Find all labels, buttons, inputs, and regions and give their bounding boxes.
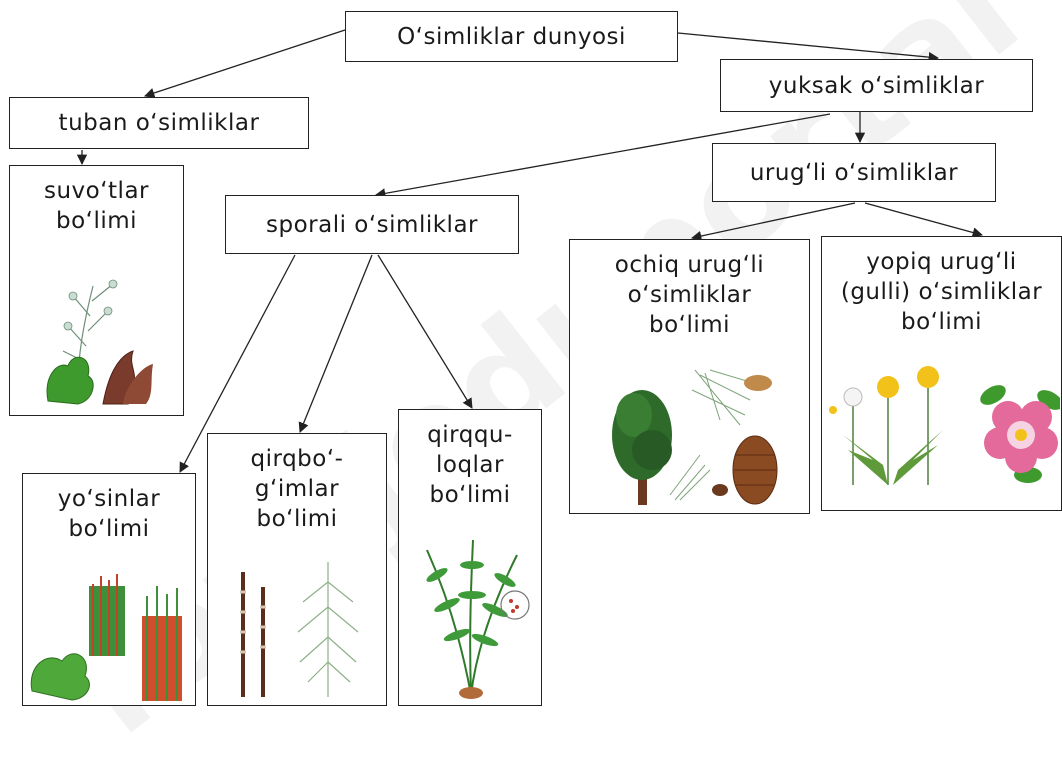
conifer-illustration <box>612 369 778 505</box>
arrow-urugli-to-ochiq <box>690 202 856 242</box>
card-ochiq-line-1: ochiq urugʻli <box>614 252 765 278</box>
node-yuksak-label: yuksak oʻsimliklar <box>768 72 985 99</box>
card-yopiq-line-3: boʻlimi <box>900 309 983 335</box>
arrow-urugli-to-yopiq <box>864 202 984 238</box>
card-ochiq-line-3: boʻlimi <box>648 312 731 338</box>
node-root-label: Oʻsimliklar dunyosi <box>397 23 626 50</box>
card-yopiq-line-2: (gulli) oʻsimliklar <box>840 279 1043 305</box>
arrow-sporali-to-qirqquloqlar <box>377 254 473 409</box>
node-sporali: sporali oʻsimliklar <box>225 195 519 254</box>
node-sporali-label: sporali oʻsimliklar <box>266 211 478 238</box>
flowering-plants-illustration <box>829 366 1060 485</box>
card-qirqquloqlar-line-2: loqlar <box>435 452 504 478</box>
node-urugli-label: urugʻli oʻsimliklar <box>749 159 959 186</box>
card-yosinlar: yoʻsinlar boʻlimi <box>22 473 196 706</box>
card-qirqbogimlar: qirqboʻ- gʻimlar boʻlimi <box>207 433 387 706</box>
arrow-root-to-tuban <box>144 29 346 99</box>
node-yuksak: yuksak oʻsimliklar <box>720 59 1033 112</box>
card-suvotlar-line-2: boʻlimi <box>55 208 138 234</box>
card-qirqbogimlar-line-1: qirqboʻ- <box>250 446 344 472</box>
card-ochiq-line-2: oʻsimliklar <box>627 282 752 308</box>
card-qirqquloqlar: qirqqu- loqlar boʻlimi <box>398 409 542 706</box>
node-root: Oʻsimliklar dunyosi <box>345 11 678 62</box>
card-yopiq-urugli: yopiq urugʻli (gulli) oʻsimliklar boʻlim… <box>821 236 1062 511</box>
node-tuban-label: tuban oʻsimliklar <box>58 110 260 136</box>
card-yopiq-line-1: yopiq urugʻli <box>866 249 1017 275</box>
node-tuban: tuban oʻsimliklar <box>9 97 309 149</box>
card-yosinlar-line-1: yoʻsinlar <box>57 486 161 512</box>
arrow-sporali-to-yosinlar <box>179 254 296 473</box>
connector-arrows <box>76 29 984 473</box>
node-urugli: urugʻli oʻsimliklar <box>712 143 996 202</box>
card-suvotlar-line-1: suvoʻtlar <box>43 178 149 204</box>
card-qirqquloqlar-line-1: qirqqu- <box>427 422 513 448</box>
card-ochiq-urugli: ochiq urugʻli oʻsimliklar boʻlimi <box>569 239 810 514</box>
arrow-root-to-yuksak <box>677 32 940 63</box>
card-yosinlar-line-2: boʻlimi <box>68 516 150 542</box>
moss-illustration <box>30 574 182 701</box>
card-qirqbogimlar-line-3: boʻlimi <box>256 506 338 532</box>
card-suvotlar: suvoʻtlar boʻlimi <box>9 165 184 416</box>
arrow-yuksak-to-sporali <box>374 113 831 199</box>
card-qirqbogimlar-line-2: gʻimlar <box>254 476 340 502</box>
algae-illustration <box>46 279 153 405</box>
card-qirqquloqlar-line-3: boʻlimi <box>429 482 511 508</box>
fern-illustration <box>426 539 530 699</box>
arrow-sporali-to-qirqbogimlar <box>298 254 373 433</box>
horsetail-illustration <box>240 562 359 697</box>
